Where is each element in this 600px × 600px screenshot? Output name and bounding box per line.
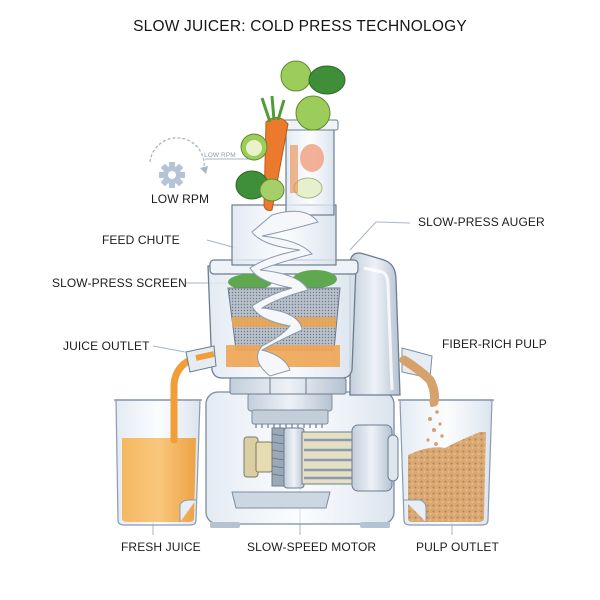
label-slow-press-screen: SLOW-PRESS SCREEN xyxy=(52,276,187,290)
label-slow-press-auger: SLOW-PRESS AUGER xyxy=(418,215,545,229)
label-low-rpm: LOW RPM xyxy=(151,192,210,206)
label-fresh-juice: FRESH JUICE xyxy=(121,540,201,554)
label-pulp-outlet: PULP OUTLET xyxy=(416,540,499,554)
juice-cup xyxy=(114,356,202,526)
pulp-cup xyxy=(398,347,494,526)
label-feed-chute: FEED CHUTE xyxy=(102,233,180,247)
label-low-rpm-small: LOW RPM xyxy=(204,152,236,159)
label-juice-outlet: JUICE OUTLET xyxy=(63,339,150,353)
gear-icon xyxy=(149,137,208,188)
diagram-title: SLOW JUICER: COLD PRESS TECHNOLOGY xyxy=(133,18,467,35)
vegetables xyxy=(235,60,346,211)
label-slow-speed-motor: SLOW-SPEED MOTOR xyxy=(247,540,377,554)
auger xyxy=(249,210,319,377)
motor-housing xyxy=(205,391,399,528)
label-fiber-rich-pulp: FIBER-RICH PULP xyxy=(442,337,547,351)
